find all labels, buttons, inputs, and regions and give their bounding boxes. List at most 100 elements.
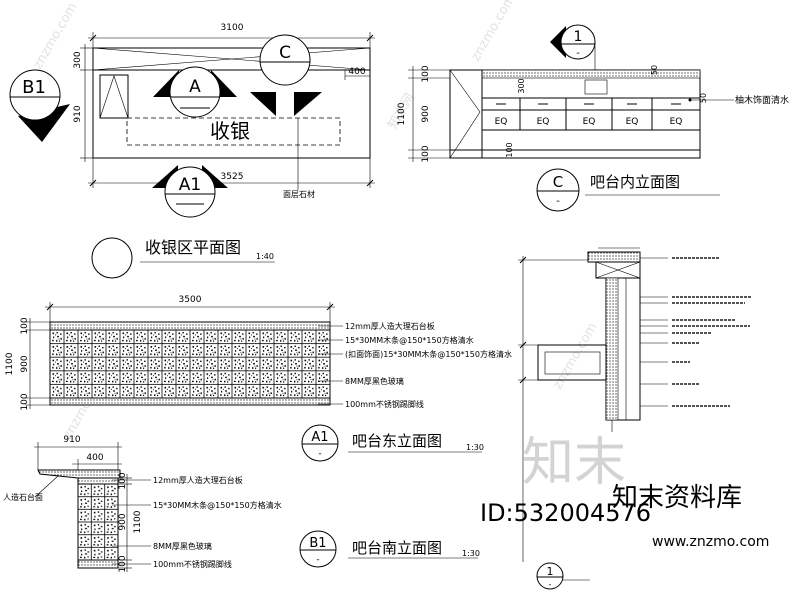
marker-a-label: A: [189, 77, 201, 97]
watermark-diagonal: znzmo.com: [550, 320, 600, 392]
east-material-label: 8MM厚黑色玻璃: [345, 376, 404, 386]
plan-center-label: 收银: [210, 119, 250, 143]
east-title-block: A1 - 吧台东立面图 1:30: [301, 424, 484, 462]
elevation-marker-a: A: [153, 66, 237, 118]
south-dim-top: 100: [118, 472, 128, 489]
detail-marker-sub: -: [576, 48, 580, 59]
plan-left-module: [99, 74, 129, 119]
watermark-logo-text: 知末: [522, 433, 626, 493]
inner-dim-mid: 900: [421, 105, 431, 122]
east-dim-mid: 900: [20, 355, 30, 372]
elevation-marker-c: C: [250, 34, 322, 116]
inner-dim-top: 100: [421, 65, 431, 82]
south-countertop: [37, 469, 121, 479]
marker-c-label: C: [279, 43, 291, 63]
watermark-diagonal: znzmo.com: [468, 0, 518, 64]
inner-dim-right: 50: [650, 65, 659, 75]
marker-a1-label: A1: [179, 175, 201, 195]
east-material-label: 100mm不锈钢踢脚线: [345, 399, 424, 409]
south-material-label: 8MM厚黑色玻璃: [153, 541, 212, 551]
eq-label: EQ: [670, 117, 683, 127]
south-title-block: B1 - 吧台南立面图 1:30: [299, 530, 480, 568]
inner-dim-bottom: 100: [421, 145, 431, 162]
south-lattice-panel: [77, 483, 119, 561]
south-elevation-title: 吧台南立面图: [352, 539, 442, 557]
eq-label: EQ: [495, 117, 508, 127]
inner-elevation-title-block: C - 吧台内立面图: [536, 168, 720, 212]
south-material-label: 15*30MM木条@150*150方格清水: [153, 500, 282, 510]
inner-dim-small: 300: [517, 78, 526, 93]
marker-b1-label: B1: [22, 77, 46, 98]
east-dimension-left: 1100 100 900 100: [5, 317, 50, 411]
cashier-plan: 3100 300 910 400 收银 面层石材: [9, 23, 375, 279]
plan-scale: 1:40: [256, 252, 274, 261]
eq-label: EQ: [626, 117, 639, 127]
section-marker-b1: B1: [9, 69, 70, 142]
south-material-label: 12mm厚人造大理石台板: [153, 475, 243, 485]
section-callout-leaders: [640, 257, 752, 407]
plan-title-block: 收银区平面图 1:40: [91, 237, 275, 279]
plan-dimension-left: 300 910: [73, 44, 93, 162]
east-material-label: 15*30MM木条@150*150方格清水: [345, 335, 474, 345]
eq-label: EQ: [537, 117, 550, 127]
plan-title-circle: [91, 237, 133, 279]
inner-material-note: 柚木饰面清水: [735, 94, 789, 106]
plan-counter-outline: [92, 47, 371, 159]
inner-sink-box: [584, 79, 608, 95]
plan-dimension-bottom: 3525: [88, 158, 375, 188]
east-dim-top: 100: [20, 317, 30, 334]
east-dim-bottom: 100: [20, 393, 30, 410]
south-top-note: 人造石台面: [3, 492, 43, 502]
plan-dim-width: 3100: [221, 23, 244, 33]
section-1-title-block: 1 -: [536, 562, 590, 590]
inner-elevation-dimensions: 1100 100 900 100 100 300 50 50: [397, 65, 708, 163]
detail-marker-1: 1 -: [550, 24, 596, 70]
section-1-marker: 1: [547, 565, 554, 578]
east-title-marker: A1: [311, 430, 328, 445]
plan-title: 收银区平面图: [145, 238, 241, 257]
watermark-url: www.znzmo.com: [652, 534, 769, 550]
plan-dim-right: 400: [348, 67, 365, 77]
south-title-marker: B1: [309, 536, 326, 551]
bar-east-elevation: 3500 1100 100 900 100 12mm厚人造大理石台板 15*30…: [5, 295, 512, 462]
east-material-callouts: 12mm厚人造大理石台板 15*30MM木条@150*150方格清水 (扣面饰面…: [318, 321, 512, 409]
south-dim-mid: 900: [118, 513, 128, 530]
south-dim-total: 1100: [133, 510, 143, 533]
east-lattice-panel: [49, 329, 331, 399]
south-elevation-scale: 1:30: [462, 549, 480, 558]
east-dim-total: 1100: [5, 352, 15, 375]
south-material-label: 100mm不锈钢踢脚线: [153, 559, 232, 569]
inner-title-marker: C: [553, 173, 563, 191]
inner-dim-right: 50: [699, 93, 708, 103]
plan-cashier-zone: [126, 117, 341, 146]
elevation-marker-a1: A1: [152, 165, 228, 218]
east-title-sub: -: [318, 449, 321, 459]
bar-inner-elevation: 1 - EQ EQ EQ EQ EQ: [397, 24, 789, 212]
plan-dim-bottom: 3525: [221, 172, 244, 182]
section-countertop: [587, 251, 641, 263]
plan-leader-note: 面层石材: [283, 189, 315, 199]
east-material-label: 12mm厚人造大理石台板: [345, 321, 435, 331]
east-dim-width: 3500: [179, 295, 202, 305]
east-dimension-top: 3500: [45, 295, 335, 322]
drawer-row: [482, 97, 700, 131]
plan-dimension-top: 3100: [88, 23, 375, 48]
south-material-callouts: 12mm厚人造大理石台板 15*30MM木条@150*150方格清水 8MM厚黑…: [112, 475, 282, 569]
east-countertop: [49, 321, 331, 331]
plan-dim-depth-main: 910: [73, 105, 83, 122]
south-dim-depth: 910: [63, 435, 80, 445]
watermark: 知末 知末资料库 ID:532004576 www.znzmo.com: [480, 433, 769, 550]
plan-dim-depth-top: 300: [73, 51, 83, 68]
south-dimension-right: 100 900 1100 100: [118, 472, 143, 573]
east-kickplate: [49, 397, 331, 406]
counter-section-detail: 1 -: [518, 247, 752, 590]
south-dim-body: 400: [86, 453, 103, 463]
east-material-label: (扣面饰面)15*30MM木条@150*150方格清水: [345, 349, 512, 359]
south-title-sub: -: [316, 555, 319, 565]
watermark-brand: 知末资料库: [612, 483, 742, 513]
south-dimension-top: 910 400: [34, 435, 122, 470]
inner-elevation-outline: [449, 69, 701, 159]
inner-dim-inner: 100: [505, 142, 514, 157]
inner-countertop-band: [481, 69, 701, 79]
